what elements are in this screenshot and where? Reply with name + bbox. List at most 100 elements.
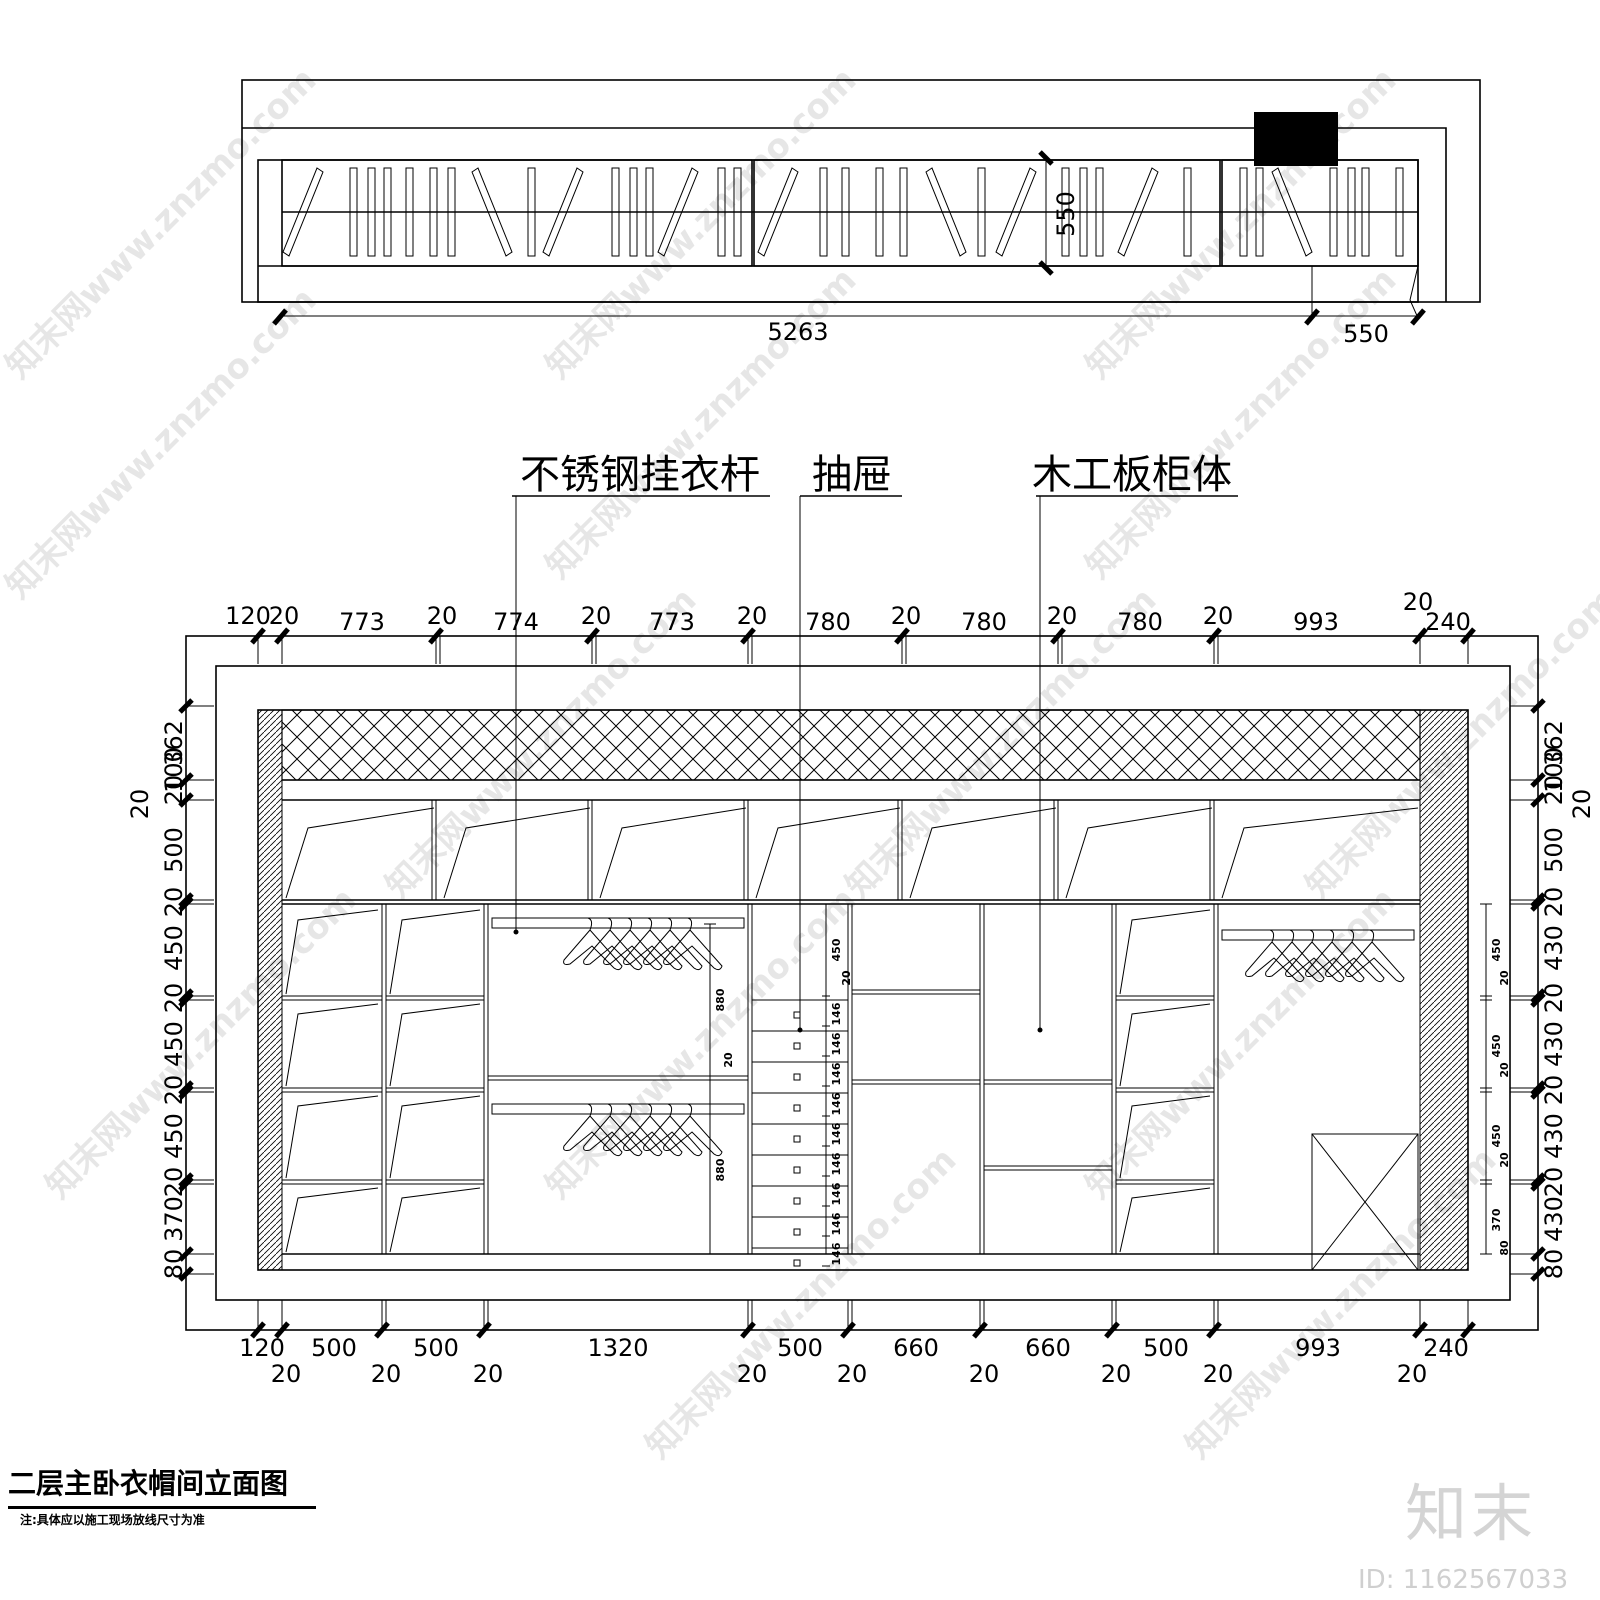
hanger-bar-mark [1347, 167, 1356, 257]
hanger-shape [663, 917, 723, 971]
watermark-text: 知末网www.znzmo.com [638, 1140, 964, 1466]
clothes-hanger-icon [603, 917, 663, 971]
top-dim-label: 780 [805, 608, 851, 636]
dim-tick [894, 627, 910, 645]
dim-tick [178, 896, 194, 912]
left-dim-label: 500 [160, 827, 188, 873]
top-shelf-slant [909, 807, 1057, 899]
elevation-structure [282, 799, 1419, 1271]
right-dim-label: 20 [1540, 775, 1568, 806]
dim-tick [178, 792, 194, 808]
bottom-dim-label-lower: 20 [271, 1360, 302, 1388]
top-shelf-slant [443, 807, 591, 899]
drawer-height-label: 146 [830, 1122, 843, 1145]
top-dim-label: 20 [1047, 602, 1078, 630]
safe-box [1311, 1133, 1419, 1271]
dim-tick [1530, 1084, 1546, 1100]
right-dim-label: 500 [1540, 827, 1568, 873]
clothes-hanger-icon [583, 1103, 643, 1157]
hanger-bar-mark [977, 167, 986, 257]
right-dim-label: 20 [1540, 887, 1568, 918]
left-dim-label: 20 [160, 1075, 188, 1106]
right-dim-label: 80 [1540, 1249, 1568, 1280]
plan-side-depth-label: 550 [1343, 320, 1389, 348]
watermark-text: 知末网www.znzmo.com [538, 880, 864, 1206]
hanger-bar-mark [542, 167, 584, 257]
right-col-small-dim: 20 [1498, 1062, 1511, 1078]
dim-tick [1530, 896, 1546, 912]
bottom-dim-label-lower: 20 [837, 1360, 868, 1388]
shelf-slant [389, 909, 481, 995]
left-dim-label: 20 [160, 775, 188, 806]
dim-tick [178, 1266, 194, 1282]
hanger-bar-mark [995, 167, 1037, 257]
bottom-dim-label: 240 [1423, 1334, 1469, 1362]
bottom-dim-label: 660 [1025, 1334, 1071, 1362]
hanging-rail [1221, 929, 1415, 941]
bottom-dim-label-lower: 20 [1397, 1360, 1428, 1388]
dim-tick [476, 1321, 492, 1339]
dim-tick [374, 1321, 390, 1339]
bottom-dim-label: 993 [1295, 1334, 1341, 1362]
hanger-bar-mark [875, 167, 884, 257]
left-dim-label: 370 [160, 1196, 188, 1242]
hanger-bar-mark [1329, 167, 1338, 257]
drawer-handle [793, 1135, 801, 1143]
top-shelf-slant [285, 807, 435, 899]
dim-tick [178, 772, 194, 788]
hanger-shape [563, 1103, 623, 1157]
clothes-hanger-icon [563, 1103, 623, 1157]
clothes-hanger-icon [583, 917, 643, 971]
drawer-top-450: 450 [830, 938, 843, 961]
drawer-height-label: 146 [830, 1212, 843, 1235]
hanger-bar-mark [899, 167, 908, 257]
inner-small-dimensions: 8802088045020146146146146146146146146146… [704, 903, 1511, 1267]
bottom-dim-label: 660 [893, 1334, 939, 1362]
dim-tick [1530, 1176, 1546, 1192]
dim-tick [840, 1321, 856, 1339]
rail-callout: 不锈钢挂衣杆 [520, 452, 760, 498]
dim-tick [1412, 1321, 1428, 1339]
dim-tick [178, 1080, 194, 1096]
hanger-shape [643, 917, 703, 971]
drawer-height-label: 146 [830, 1032, 843, 1055]
hanger-bar-mark [471, 167, 513, 257]
left-dim-label: 450 [160, 1021, 188, 1067]
bottom-dim-label-lower: 20 [371, 1360, 402, 1388]
shelf-slant [389, 1187, 481, 1253]
shelf-slant [1119, 1003, 1211, 1087]
drawer-handle [793, 1073, 801, 1081]
dim-tick [178, 1172, 194, 1188]
drawer-handle [793, 1228, 801, 1236]
top-dim-label: 780 [961, 608, 1007, 636]
dim-tick [1530, 772, 1546, 788]
drawer-height-label: 146 [830, 1242, 843, 1265]
dim-tick [274, 627, 290, 645]
hanger-bar-mark [1395, 167, 1404, 257]
bottom-dim-label: 500 [777, 1334, 823, 1362]
hanger-bar-mark [383, 167, 392, 257]
dim-tick [1050, 627, 1066, 645]
drawer-handle [793, 1259, 801, 1267]
plan-length-label: 5263 [767, 318, 828, 346]
hanger-bar-mark [367, 167, 376, 257]
left-dim-label: 100 [160, 747, 188, 793]
bottom-dim-label-lower: 20 [737, 1360, 768, 1388]
hanger-shape [583, 1103, 643, 1157]
rail-gap: 20 [722, 1052, 735, 1068]
title-block: 二层主卧衣帽间立面图 注:具体应以施工现场放线尺寸为准 [8, 1462, 316, 1528]
dim-tick [178, 992, 194, 1008]
dim-tick [178, 1084, 194, 1100]
right-dim-label: 430 [1540, 1021, 1568, 1067]
hanger-bar-mark [282, 167, 324, 257]
hanger-bar-mark [657, 167, 699, 257]
top-shelf-slant [1221, 807, 1419, 899]
drawing-note: 注:具体应以施工现场放线尺寸为准 [20, 1513, 205, 1527]
top-shelf-slant [599, 807, 747, 899]
drawing-title: 二层主卧衣帽间立面图 [8, 1467, 289, 1500]
top-dim-label: 20 [581, 602, 612, 630]
top-dim-label: 20 [427, 602, 458, 630]
